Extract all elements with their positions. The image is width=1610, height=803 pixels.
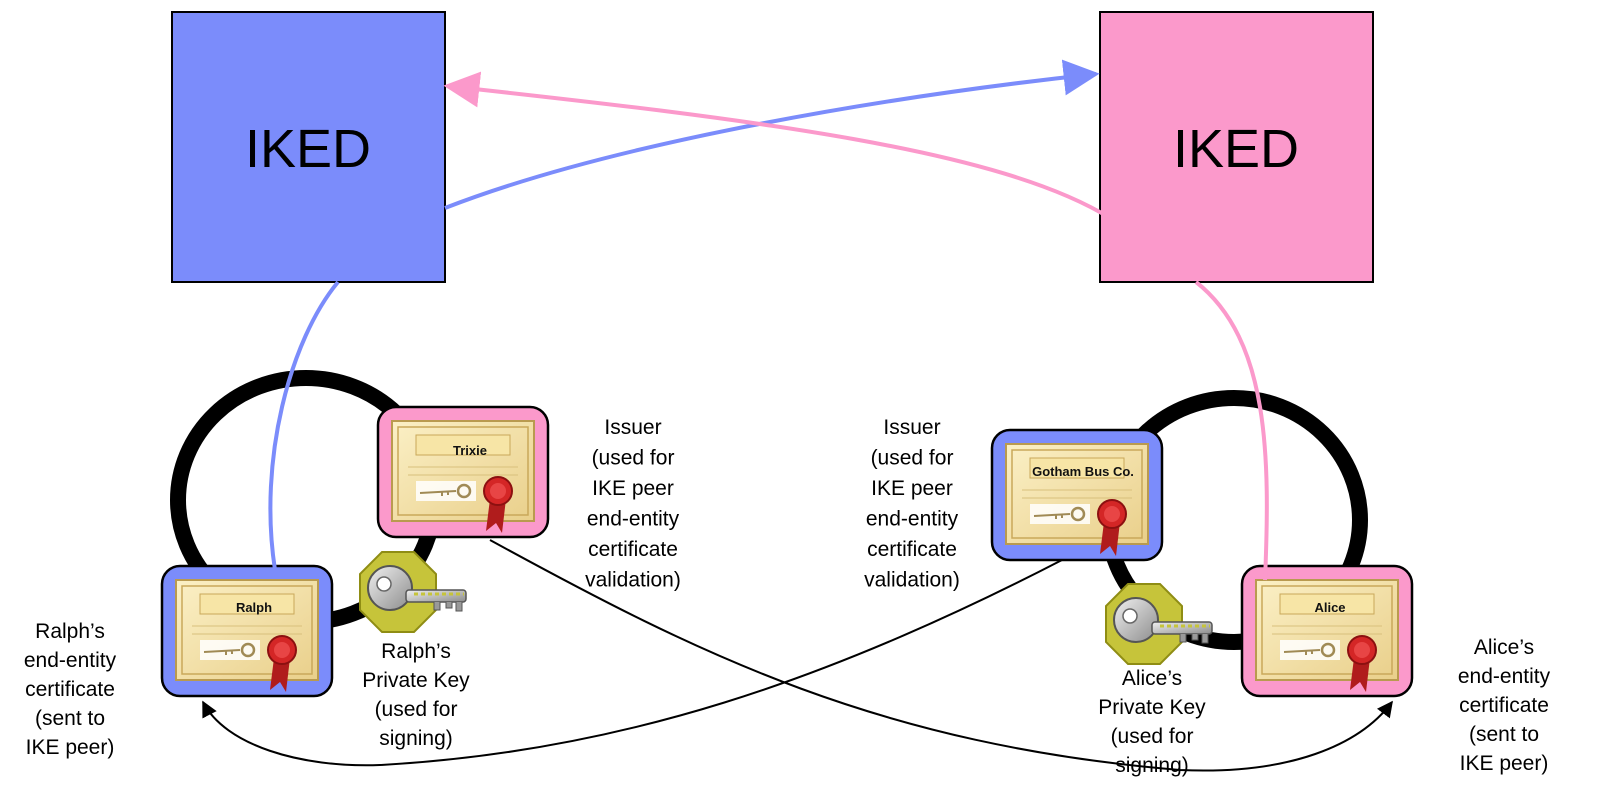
- certificate-trixie: Trixie: [376, 405, 550, 539]
- certificate-gotham: Gotham Bus Co.: [990, 428, 1164, 562]
- certificate-icon: [160, 564, 334, 698]
- caption-line: (sent to: [1469, 723, 1539, 746]
- certificate-ralph: Ralph: [160, 564, 334, 698]
- caption-line: IKE peer: [592, 477, 674, 500]
- iked-box-left: [171, 11, 446, 283]
- caption-line: Private Key: [362, 669, 470, 692]
- iked-label-left: IKED: [245, 119, 371, 179]
- blue-exchange-arrow: [444, 59, 1100, 210]
- caption-line: validation): [585, 569, 681, 592]
- cert-name-gotham: Gotham Bus Co.: [1032, 464, 1134, 479]
- key-icon: [358, 550, 468, 634]
- caption-line: (used for: [1111, 725, 1194, 748]
- caption-line: certificate: [867, 538, 957, 561]
- blue-link-left: [268, 280, 340, 571]
- caption-line: Issuer: [883, 416, 940, 439]
- certificate-icon: [1240, 564, 1414, 698]
- certificate-icon: [376, 405, 550, 539]
- caption-line: Alice’s: [1122, 667, 1182, 690]
- iked-node-left: IKED: [171, 11, 446, 283]
- iked-box-right: [1099, 11, 1374, 283]
- caption-line: end-entity: [1458, 665, 1551, 688]
- caption-line: (used for: [871, 447, 954, 470]
- caption-line: (sent to: [35, 707, 105, 730]
- cert-name-alice: Alice: [1314, 600, 1345, 615]
- certificate-icon: [990, 428, 1164, 562]
- cert-name-trixie: Trixie: [453, 443, 487, 458]
- iked-node-right: IKED: [1099, 11, 1374, 283]
- caption-line: Ralph’s: [35, 620, 105, 643]
- caption-ralph-cert: Ralph’s end-entity certificate (sent to IKE …: [24, 620, 117, 759]
- caption-line: IKE peer): [1460, 752, 1549, 775]
- caption-line: certificate: [25, 678, 115, 701]
- caption-line: end-entity: [24, 649, 117, 672]
- caption-line: validation): [864, 569, 960, 592]
- cert-name-ralph: Ralph: [236, 600, 272, 615]
- validation-arrow-gotham-to-ralph: [202, 559, 1063, 767]
- caption-line: certificate: [588, 538, 678, 561]
- caption-line: IKE peer: [871, 477, 953, 500]
- caption-line: Alice’s: [1474, 636, 1534, 659]
- pink-exchange-arrow: [443, 71, 1112, 220]
- caption-line: IKE peer): [26, 736, 115, 759]
- caption-line: (used for: [592, 447, 675, 470]
- caption-line: (used for: [375, 698, 458, 721]
- certificate-alice: Alice: [1240, 564, 1414, 698]
- caption-line: Ralph’s: [381, 640, 451, 663]
- caption-alice-cert: Alice’s end-entity certificate (sent to IKE …: [1458, 636, 1551, 775]
- caption-line: end-entity: [866, 508, 959, 531]
- caption-line: Private Key: [1098, 696, 1206, 719]
- iked-label-right: IKED: [1173, 119, 1299, 179]
- pink-link-right: [1194, 280, 1269, 581]
- caption-line: signing): [1115, 754, 1189, 777]
- caption-line: end-entity: [587, 508, 680, 531]
- validation-arrow-trixie-to-alice: [489, 539, 1393, 772]
- caption-line: certificate: [1459, 694, 1549, 717]
- key-icon: [1104, 582, 1214, 666]
- caption-line: signing): [379, 727, 453, 750]
- caption-line: Issuer: [604, 416, 661, 439]
